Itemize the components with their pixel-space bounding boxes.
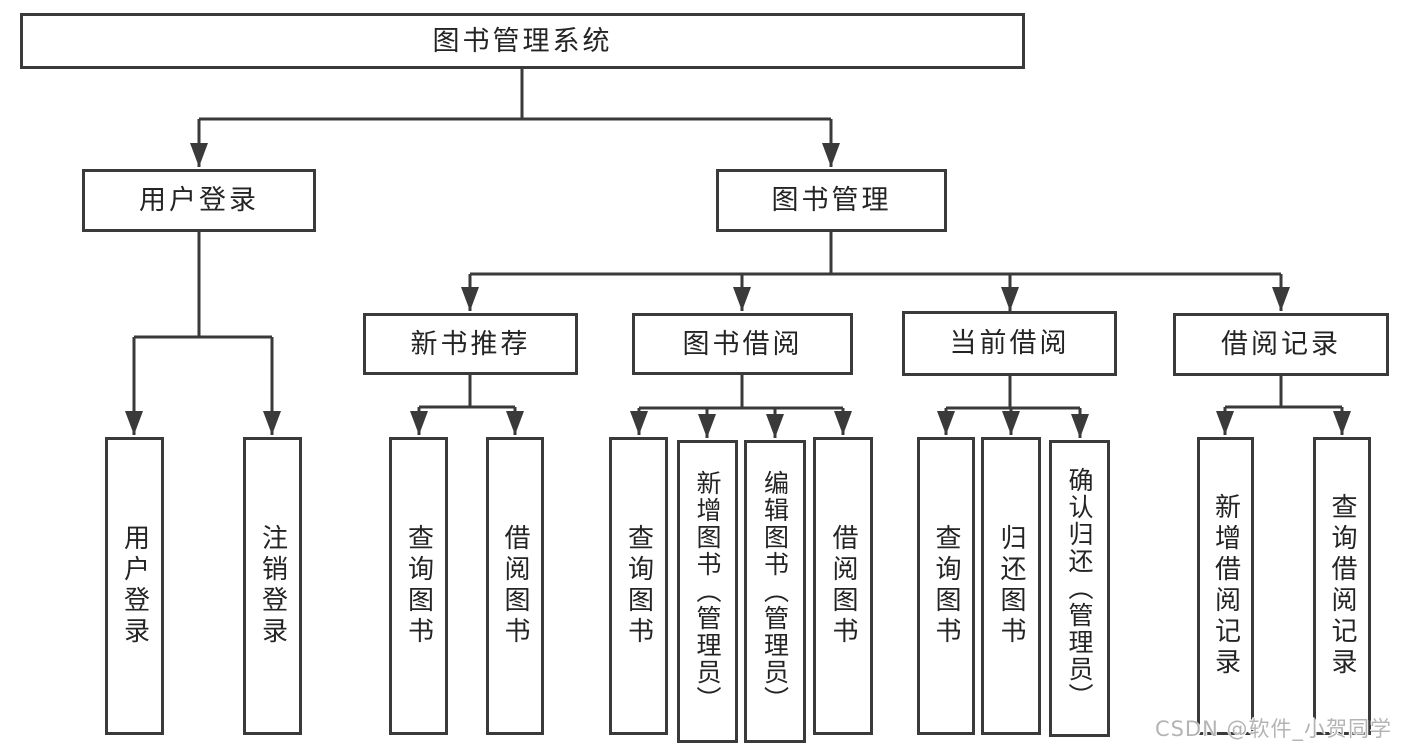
node-book-borrowing: 图书借阅 [632, 313, 853, 375]
node-leaf-confirm-return-admin: 确认归还（管理员） [1049, 440, 1110, 737]
node-borrowing-records: 借阅记录 [1173, 313, 1389, 376]
node-label: 借阅记录 [1221, 329, 1341, 360]
node-label: 归还图书 [996, 524, 1026, 648]
node-book-management: 图书管理 [716, 169, 947, 232]
node-leaf-return-book: 归还图书 [981, 437, 1041, 735]
node-label: 用户登录 [139, 185, 259, 216]
node-leaf-add-book-admin: 新增图书（管理员） [677, 440, 738, 743]
node-label: 查询图书 [931, 524, 961, 648]
node-label: 确认归还（管理员） [1065, 467, 1094, 710]
node-root-system: 图书管理系统 [20, 13, 1025, 69]
node-label: 查询图书 [623, 524, 654, 648]
node-new-book-recommend: 新书推荐 [363, 313, 578, 375]
node-leaf-logout: 注销登录 [243, 437, 302, 735]
node-leaf-query-book-1: 查询图书 [389, 437, 448, 735]
node-label: 新增借阅记录 [1210, 493, 1241, 679]
node-user-login-group: 用户登录 [82, 169, 316, 232]
node-label: 查询图书 [403, 524, 434, 648]
node-label: 编辑图书（管理员） [760, 470, 790, 713]
node-leaf-query-book-2: 查询图书 [609, 437, 668, 735]
node-label: 借阅图书 [828, 524, 858, 648]
node-leaf-user-login: 用户登录 [105, 437, 164, 735]
node-label: 图书管理 [771, 185, 892, 216]
node-leaf-borrow-book-1: 借阅图书 [486, 437, 544, 735]
node-label: 注销登录 [257, 524, 288, 648]
node-label: 借阅图书 [500, 524, 530, 648]
node-leaf-borrow-book-2: 借阅图书 [813, 437, 873, 735]
node-label: 新书推荐 [410, 328, 531, 360]
node-label: 图书借阅 [682, 328, 803, 360]
node-label: 图书管理系统 [432, 25, 613, 57]
node-label: 新增图书（管理员） [693, 470, 722, 713]
csdn-watermark: CSDN @软件_小贺同学 [1154, 717, 1392, 741]
node-leaf-edit-book-admin: 编辑图书（管理员） [744, 440, 806, 743]
node-label: 当前借阅 [949, 328, 1070, 359]
node-leaf-add-borrow-record: 新增借阅记录 [1197, 437, 1254, 735]
node-label: 查询借阅记录 [1327, 493, 1357, 679]
node-label: 用户登录 [119, 524, 150, 648]
node-leaf-query-borrow-record: 查询借阅记录 [1313, 437, 1371, 735]
node-current-borrowing: 当前借阅 [902, 311, 1117, 376]
node-leaf-query-book-3: 查询图书 [917, 437, 975, 735]
